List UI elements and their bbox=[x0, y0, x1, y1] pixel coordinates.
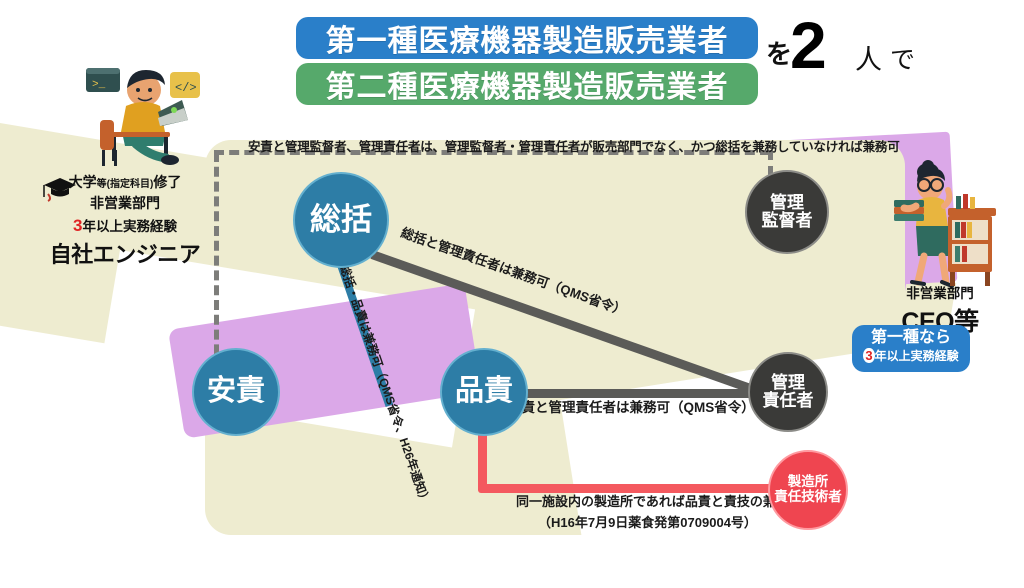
node-seizou-label-line2: 責任技術者 bbox=[774, 489, 842, 504]
badge-line2: 年以上実務経験 bbox=[874, 349, 959, 363]
left-caption-line1-small: 等(指定科目) bbox=[96, 179, 154, 190]
edge-label-hinseki-seizou-line2: （H16年7月9日薬食発第0709004号） bbox=[538, 515, 757, 530]
left-caption-years: 3 bbox=[73, 216, 83, 235]
node-kanri-sekininsha[interactable]: 管理 責任者 bbox=[748, 352, 828, 432]
node-seizou-label-line1: 製造所 bbox=[787, 474, 829, 490]
header-unit-person: 人 bbox=[855, 45, 882, 75]
header-particle-wo: を bbox=[766, 39, 793, 69]
left-caption-line1-main: 大学 bbox=[68, 174, 97, 190]
edge-label-hinseki-sekinin: 品責と管理責任者は兼務可（QMS省令） bbox=[508, 400, 755, 415]
node-hinseki-label: 品責 bbox=[454, 375, 513, 408]
left-caption-role: 自社エンジニア bbox=[49, 242, 201, 267]
header-particle-de: で bbox=[890, 46, 916, 74]
graduation-cap-icon bbox=[43, 178, 76, 202]
header-title-block: 第一種医療機器製造販売業者 第二種医療機器製造販売業者 を 2 人 で bbox=[0, 4, 1024, 105]
edge-label-hinseki-seizou-line1: 同一施設内の製造所であれば品責と責技の兼務可 bbox=[516, 494, 802, 509]
badge-years: 3 bbox=[863, 348, 875, 363]
node-seizousho-sekinin-gijutsusha[interactable]: 製造所 責任技術者 bbox=[768, 450, 848, 530]
svg-text:</>: </> bbox=[175, 81, 197, 95]
node-sekinin-label-line2: 責任者 bbox=[762, 391, 814, 410]
left-caption-line3: 年以上実務経験 bbox=[82, 219, 177, 234]
node-sekinin-label-line1: 管理 bbox=[771, 372, 805, 392]
node-soukatsu[interactable]: 総括 bbox=[293, 172, 389, 268]
edge-label-top-dotted: 安責と管理監督者、管理責任者は、管理監督者・管理責任者が販売部門でなく、かつ総括… bbox=[248, 140, 900, 154]
node-kanri-kantokusha[interactable]: 管理 監督者 bbox=[745, 170, 829, 254]
edge-hinseki-sekinin bbox=[520, 389, 755, 398]
dotted-line-vertical bbox=[214, 152, 219, 384]
left-caption-line1-tail: 修了 bbox=[153, 174, 182, 190]
badge-line1: 第一種なら bbox=[870, 329, 951, 346]
node-kantoku-label-line2: 監督者 bbox=[761, 211, 813, 230]
node-soukatsu-label: 総括 bbox=[310, 202, 372, 238]
infographic-canvas: 第一種医療機器製造販売業者 第二種医療機器製造販売業者 を 2 人 で 安責と管… bbox=[0, 4, 1024, 535]
engineer-at-laptop-icon: >_ </> bbox=[86, 68, 200, 166]
left-character-caption: 大学等(指定科目)修了 非営業部門 3年以上実務経験 自社エンジニア bbox=[10, 172, 240, 269]
node-anseki-label: 安責 bbox=[206, 375, 265, 408]
edge-hinseki-seizou-horizontal bbox=[478, 484, 778, 493]
banner-class-one: 第一種医療機器製造販売業者 bbox=[296, 17, 758, 59]
woman-with-books-icon bbox=[894, 160, 996, 288]
header-person-count: 2 bbox=[790, 8, 827, 82]
banner-class-two: 第二種医療機器製造販売業者 bbox=[296, 63, 758, 105]
left-caption-line2: 非営業部門 bbox=[90, 195, 160, 211]
node-kantoku-label-line1: 管理 bbox=[770, 192, 804, 212]
edge-hinseki-seizou-vertical bbox=[478, 430, 487, 492]
node-anseki[interactable]: 安責 bbox=[192, 348, 280, 436]
right-caption-line1: 非営業部門 bbox=[906, 286, 974, 301]
dotted-line-drop bbox=[768, 150, 773, 176]
dotted-line-horizontal bbox=[214, 150, 770, 155]
node-hinseki[interactable]: 品責 bbox=[440, 348, 528, 436]
svg-text:>_: >_ bbox=[92, 79, 106, 91]
